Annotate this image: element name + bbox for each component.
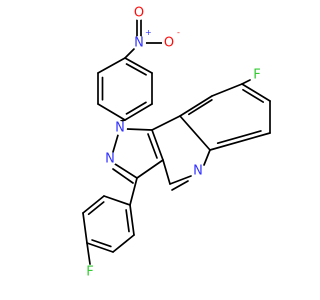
bond-c-nitro	[124, 48, 135, 59]
bond-pyridine	[203, 149, 211, 166]
bond-pyridine	[179, 115, 211, 151]
bond-pyrazole-double	[112, 168, 134, 184]
chemical-structure-diagram: N + O O - N N N F F	[82, 6, 271, 280]
bond-nitrophenyl	[124, 57, 153, 74]
bond-pyrazole	[126, 128, 153, 131]
bond-fluorophenyl	[82, 195, 105, 214]
bond-pyridine	[162, 159, 171, 185]
atom-n1-pyrazole: N	[115, 121, 125, 136]
bond-c-f	[241, 79, 251, 85]
bond-pyrazole	[112, 134, 119, 153]
bond-fluorophenyl	[129, 204, 135, 236]
bond-benzo	[211, 83, 243, 97]
bond-c3-aryl	[129, 177, 138, 206]
atom-n5-quinoline: N	[193, 164, 203, 179]
atom-nitro-oxygen-top: O	[134, 6, 144, 21]
bond-c-f	[86, 242, 91, 265]
atom-fluorine-8: F	[253, 68, 260, 83]
bond-fluorophenyl	[82, 212, 88, 244]
atom-nitro-oxygen-right: O	[164, 36, 174, 51]
nitro-oxygen-charge: -	[177, 28, 180, 37]
bond-pyridine	[151, 115, 181, 131]
atom-nitro-nitrogen: N	[134, 36, 144, 51]
atom-n2-pyrazole: N	[105, 152, 115, 167]
bond-fluorophenyl	[125, 209, 130, 233]
bond-fluorophenyl	[86, 242, 114, 253]
bond-lines	[82, 19, 271, 265]
bond-fluorophenyl	[103, 195, 131, 206]
bond-pyrazole-double	[114, 163, 138, 179]
bond-fluorophenyl	[87, 201, 105, 216]
atom-fluorine-para: F	[86, 265, 93, 280]
bond-benzo	[209, 132, 271, 151]
bond-pyrazole-double	[151, 129, 164, 161]
nitro-nitrogen-charge: +	[145, 28, 152, 37]
bond-nitrophenyl	[97, 57, 126, 74]
bond-benzo	[242, 88, 265, 103]
bond-benzo	[241, 83, 271, 102]
bond-n1-phenyl	[120, 119, 126, 122]
bond-nitrophenyl	[125, 101, 147, 115]
bond-pyridine-double	[171, 180, 189, 191]
bond-nitrophenyl	[124, 103, 153, 121]
bond-nitrophenyl	[97, 103, 126, 121]
bond-benzo	[187, 99, 213, 116]
bond-pyridine-double	[169, 175, 192, 185]
bond-pyrazole	[136, 159, 164, 179]
bond-fluorophenyl	[112, 234, 135, 253]
bond-benzo	[216, 130, 262, 145]
bond-benzo	[179, 95, 213, 117]
bond-nitrophenyl	[125, 63, 147, 76]
bond-pyrazole-double	[147, 133, 158, 159]
bond-fluorophenyl	[91, 239, 112, 248]
